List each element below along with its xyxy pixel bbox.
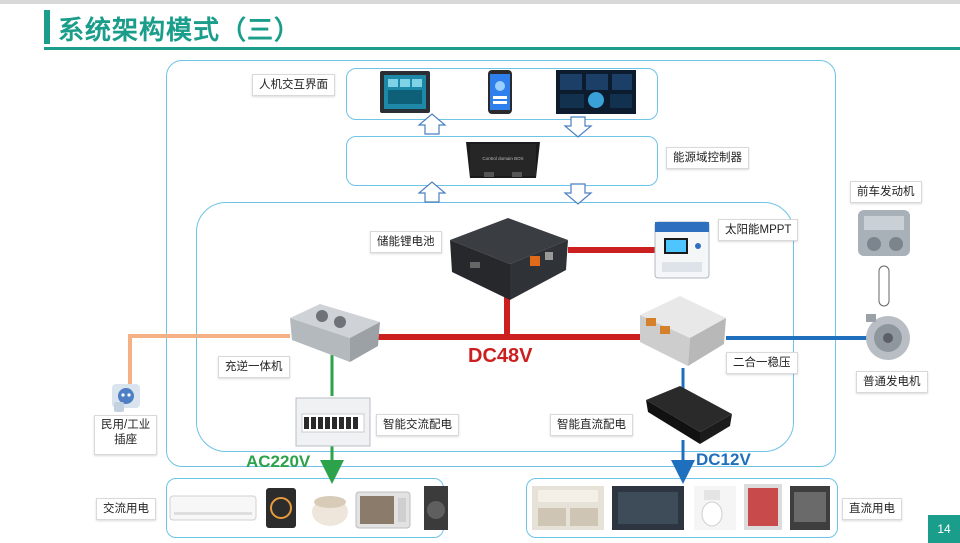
label-dcdc: 二合一稳压 — [726, 352, 798, 374]
label-ac-distribution: 智能交流配电 — [376, 414, 459, 436]
label-controller: 能源域控制器 — [666, 147, 749, 169]
socket-ac-line — [128, 334, 290, 385]
label-ac-loads: 交流用电 — [96, 498, 156, 520]
dc12v-label: DC12V — [696, 450, 751, 469]
label-dc-loads: 直流用电 — [842, 498, 902, 520]
arrow-up-controller-icon — [417, 181, 447, 203]
label-generator: 普通发电机 — [856, 371, 928, 393]
battery-device-icon — [450, 218, 568, 300]
socket-icon — [112, 384, 140, 412]
microwave-icon — [355, 491, 411, 529]
touch-panel-icon — [380, 71, 430, 113]
washing-machine-icon — [424, 486, 448, 530]
label-solar-mppt: 太阳能MPPT — [718, 219, 799, 241]
label-dc-distribution: 智能直流配电 — [550, 414, 633, 436]
label-battery: 储能锂电池 — [370, 231, 442, 253]
label-hmi: 人机交互界面 — [252, 74, 335, 96]
oven-icon — [790, 486, 830, 530]
power-domain-frame — [196, 202, 794, 452]
belt-link — [878, 265, 890, 307]
front-engine-icon — [858, 210, 910, 256]
title-underline — [44, 47, 960, 50]
ac220v-label: AC220V — [246, 452, 311, 471]
controller-box-text: Control domain BOX — [482, 156, 523, 161]
rv-interior-icon — [532, 486, 604, 530]
title-accent-bar — [44, 10, 50, 44]
air-conditioner-icon — [169, 495, 257, 521]
dashboard-screen-icon — [556, 70, 636, 114]
page-title: 系统架构模式（三） — [58, 15, 302, 45]
solar-mppt-device-icon — [654, 221, 710, 279]
inverter-device-icon — [290, 304, 380, 362]
toilet-icon — [694, 486, 736, 530]
controller-frame — [346, 136, 658, 186]
generator-icon — [866, 314, 910, 360]
label-inverter: 充逆一体机 — [218, 356, 290, 378]
page-number: 14 — [928, 515, 960, 543]
system-outer-frame — [166, 60, 836, 467]
dcdc-device-icon — [640, 296, 726, 366]
refrigerator-icon — [744, 484, 782, 530]
arrow-down-controller-icon — [563, 183, 593, 205]
dc-distribution-device-icon — [646, 386, 732, 444]
rice-cooker-icon — [312, 496, 348, 526]
dc48v-label: DC48V — [468, 345, 533, 367]
controller-device-icon: Control domain BOX — [466, 142, 540, 178]
hmi-frame — [346, 68, 658, 120]
ac-distribution-device-icon — [295, 397, 371, 447]
arrow-up-hmi-icon — [417, 113, 447, 135]
arrow-down-hmi-icon — [563, 116, 593, 138]
label-front-engine: 前车发动机 — [850, 181, 922, 203]
control-panel-icon — [612, 486, 684, 530]
top-border — [0, 0, 960, 4]
label-socket: 民用/工业 插座 — [94, 415, 158, 455]
phone-icon — [488, 70, 512, 114]
induction-cooker-icon — [266, 488, 296, 528]
